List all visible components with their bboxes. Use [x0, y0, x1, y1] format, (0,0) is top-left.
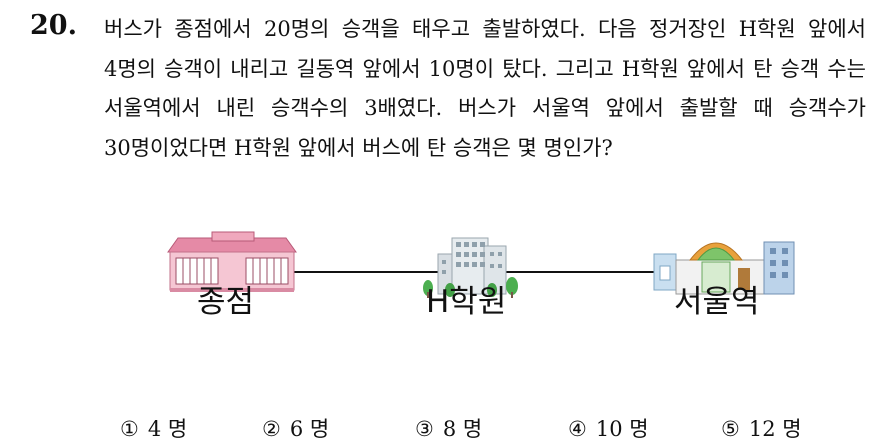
choice-text: 12 명 — [748, 417, 802, 441]
choice-text: 10 명 — [595, 417, 649, 441]
pink-house-icon — [167, 231, 297, 292]
stop-label-terminal: 종점 — [197, 284, 255, 320]
choice-text: 6 명 — [289, 417, 330, 441]
stop-label-seoul-station: 서울역 — [674, 284, 760, 320]
gray-building-icon — [423, 237, 518, 298]
route-diagram — [167, 231, 795, 298]
choice-text: 8 명 — [442, 417, 483, 441]
station-building-icon — [653, 241, 795, 295]
stop-label-academy: H학원 — [426, 284, 507, 320]
question-number: 20. — [30, 10, 77, 41]
question-text: 버스가 종점에서 20명의 승객을 태우고 출발하였다. 다음 정거장인 H학원… — [104, 17, 866, 160]
choice-5[interactable]: ⑤ 12 명 — [721, 415, 802, 443]
choice-marker: ⑤ — [721, 417, 740, 441]
answer-choices: ① 4 명 ② 6 명 ③ 8 명 ④ 10 명 ⑤ 12 명 — [0, 415, 884, 445]
choice-3[interactable]: ③ 8 명 — [415, 415, 482, 443]
choice-marker: ③ — [415, 417, 434, 441]
choice-marker: ① — [120, 417, 139, 441]
choice-4[interactable]: ④ 10 명 — [568, 415, 649, 443]
choice-2[interactable]: ② 6 명 — [262, 415, 329, 443]
choice-marker: ② — [262, 417, 281, 441]
choice-1[interactable]: ① 4 명 — [120, 415, 187, 443]
choice-marker: ④ — [568, 417, 587, 441]
choice-text: 4 명 — [147, 417, 188, 441]
